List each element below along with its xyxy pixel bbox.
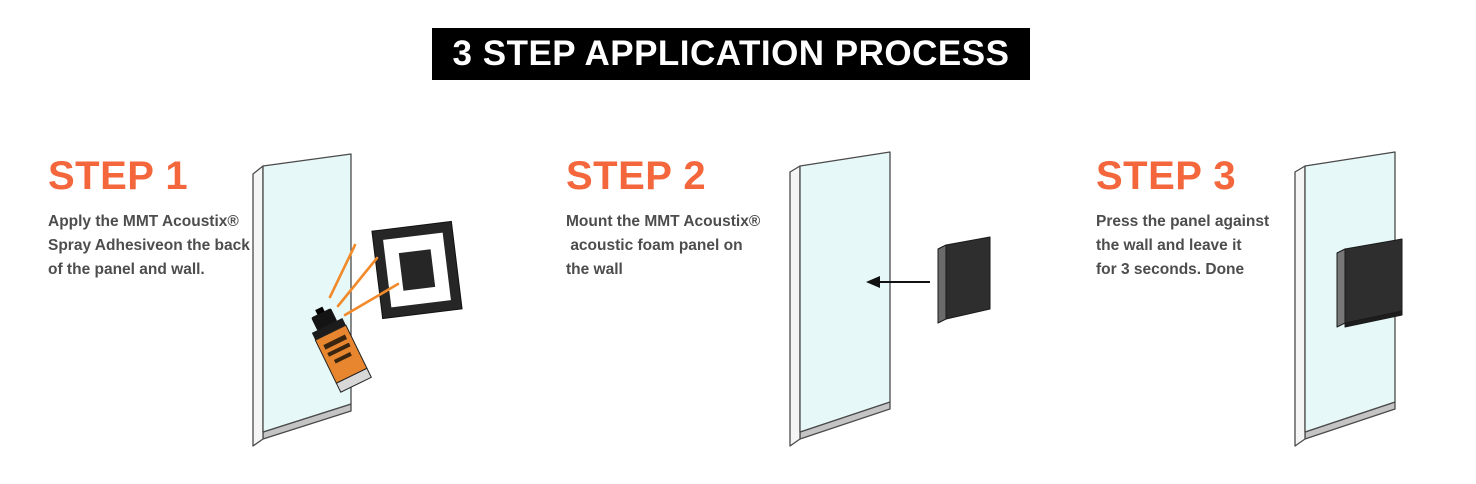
spray-lines-icon [328,243,400,317]
step-2-illustration [789,151,991,447]
header-bar: 3 STEP APPLICATION PROCESS [432,28,1030,80]
page-title: 3 STEP APPLICATION PROCESS [452,34,1010,73]
step-3-block: STEP 3 Press the panel against the wall … [1096,156,1346,282]
step-3-description: Press the panel against the wall and lea… [1096,213,1270,279]
step-3-illustration [1294,151,1403,447]
step-1-description: Apply the MMT Acoustix® Spray Adhesiveon… [48,213,250,279]
step-2-title: STEP 2 [566,154,707,198]
step-3-title: STEP 3 [1096,154,1237,198]
step-1-title: STEP 1 [48,154,189,198]
spray-can-icon [311,306,372,393]
foam-tile-icon [371,220,463,320]
step-2-description: Mount the MMT Acoustix® acoustic foam pa… [566,213,761,279]
wall-icon [789,151,891,447]
step-1-block: STEP 1 Apply the MMT Acoustix® Spray Adh… [48,156,298,282]
step-2-block: STEP 2 Mount the MMT Acoustix® acoustic … [566,156,816,282]
step-1-illustration [252,153,463,447]
arrow-left-icon [866,276,930,288]
wall-icon [252,153,352,447]
mounted-foam-panel-icon [1336,238,1403,328]
foam-panel-icon [937,236,991,324]
